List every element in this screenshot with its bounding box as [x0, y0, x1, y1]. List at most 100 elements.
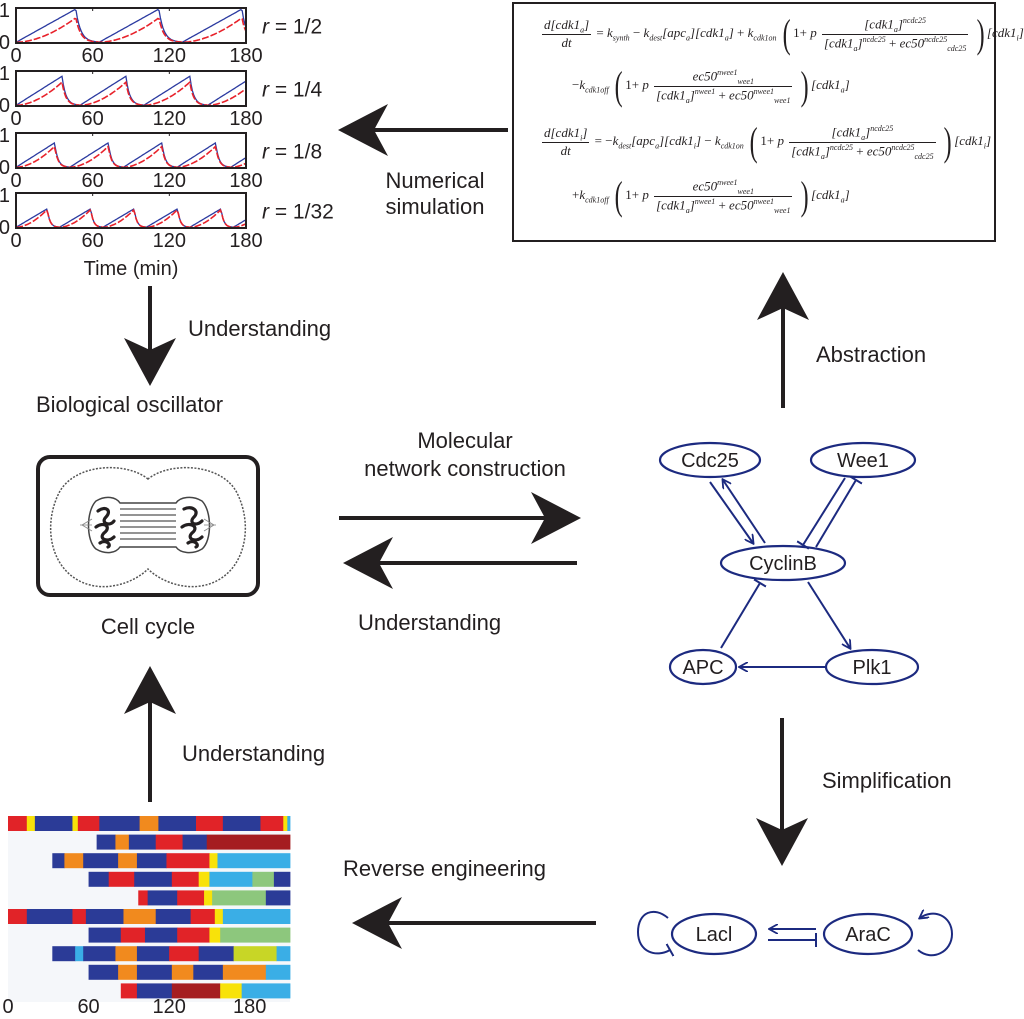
heatmap-cell [198, 946, 234, 962]
heatmap-cell [171, 871, 200, 887]
plot-frame [15, 192, 247, 229]
x-tick-label: 60 [82, 230, 104, 252]
edge-cdc25-to-cyclinb [709, 481, 753, 543]
heatmap-row [88, 871, 291, 887]
numerical-simulation-label: Numerical simulation [365, 168, 505, 220]
y-tick-label: 0 [0, 95, 10, 117]
y-tick-label: 1 [0, 125, 10, 147]
abstraction-arrow [757, 272, 809, 408]
heatmap-cell [83, 946, 116, 962]
x-tick-label: 60 [82, 108, 104, 130]
x-tick-label: 120 [153, 45, 186, 67]
equation-1-line-2: −kcdk1off (1+ p ec50nwee1wee1[cdk1a]nwee… [572, 63, 850, 108]
arrow-head-right-icon [531, 492, 581, 544]
node-arac [822, 912, 914, 956]
heatmap-row [52, 946, 291, 962]
reverse-engineering-label: Reverse engineering [343, 856, 547, 881]
understanding-middle-label: Understanding [358, 610, 502, 635]
node-label-cdc25: Cdc25 [681, 450, 739, 472]
heatmap-cell [220, 983, 243, 999]
heatmap-cell [217, 853, 291, 869]
heatmap-cell [75, 946, 84, 962]
synthetic-network: Lacl AraC [636, 890, 954, 957]
heatmap-cell [77, 816, 100, 831]
heatmap-cell [136, 853, 167, 869]
heatmap-cell [265, 890, 291, 906]
dividing-cell-outline [49, 467, 247, 588]
heatmap-row [88, 927, 291, 943]
spindle-outline [87, 496, 211, 554]
molecular-label-line2: network construction [364, 456, 566, 481]
heatmap-row [52, 853, 291, 869]
edge-apc-inhibits-cyclinb [720, 578, 767, 649]
y-tick-label: 1 [0, 0, 10, 22]
heatmap-cell [88, 964, 119, 980]
heatmap-cell [136, 964, 173, 980]
heatmap-cell [241, 983, 291, 999]
heatmap-x-tick-label: 120 [152, 996, 185, 1018]
cdk1-inactive-curve [16, 145, 247, 169]
heatmap-cell [166, 853, 210, 869]
heatmap-cell [139, 816, 159, 831]
plot-frame [15, 132, 247, 169]
x-tick-label: 180 [229, 170, 262, 192]
heatmap-cell [222, 816, 261, 831]
chromosomes-left [94, 506, 116, 549]
node-cyclinb [719, 544, 847, 582]
understanding-top-label: Understanding [188, 316, 332, 341]
heatmap-cell [72, 816, 79, 831]
heatmap-cell [209, 853, 218, 869]
heatmap-row [8, 816, 291, 831]
heatmap-cell [214, 909, 224, 924]
heatmap-cell [88, 927, 122, 943]
heatmap-row [8, 909, 291, 924]
node-laci [670, 912, 758, 956]
understanding-left-arrow [343, 537, 577, 589]
heatmap-cell [260, 816, 284, 831]
arrow-head-up-icon [124, 666, 176, 714]
heatmap-cell [169, 946, 200, 962]
molecular-label-line1: Molecular [417, 428, 513, 453]
biological-oscillator-label: Biological oscillator [36, 392, 224, 417]
node-apc [668, 648, 738, 686]
heatmap-cell [222, 964, 267, 980]
equation-2-line-2: +kcdk1off (1+ p ec50nwee1wee1[cdk1a]nwee… [572, 173, 850, 218]
cell-cycle-image [36, 455, 260, 597]
heatmap-cell [123, 909, 157, 924]
arrow-head-left-icon [352, 897, 402, 949]
heatmap-cell [52, 946, 76, 962]
x-tick-label: 120 [153, 108, 186, 130]
numerical-simulation-arrow [338, 104, 508, 156]
edge-arac-self-activation [917, 914, 954, 957]
cdk1-inactive-curve [16, 17, 247, 44]
heatmap-cell [134, 871, 173, 887]
heatmap-cell [171, 964, 194, 980]
y-tick-label: 0 [0, 32, 10, 54]
heatmap-cell [287, 816, 291, 831]
heatmap-cell [26, 909, 73, 924]
x-tick-label: 120 [153, 170, 186, 192]
heatmap-cell [265, 964, 291, 980]
heatmap-cell [64, 853, 84, 869]
x-tick-label: 0 [10, 230, 21, 252]
arrow-head-left-icon [338, 104, 388, 156]
eq1-lhs: d[cdk1a]dt [542, 16, 592, 51]
node-label-apc: APC [682, 657, 723, 679]
y-tick-label: 0 [0, 157, 10, 179]
node-label-cyclinb: CyclinB [749, 553, 817, 575]
heatmap-cell [209, 927, 221, 943]
edge-cyclinb-to-cdc25 [723, 480, 766, 544]
x-tick-label: 180 [229, 230, 262, 252]
x-axis-label: Time (min) [84, 258, 179, 280]
abstraction-label: Abstraction [816, 342, 927, 367]
heatmap-cell [198, 871, 210, 887]
cdk1-inactive-curve [15, 208, 247, 229]
heatmap-cell [158, 816, 197, 831]
r-ratio-label: r = 1/32 [262, 201, 334, 224]
arrow-head-down-icon [756, 818, 808, 866]
heatmap-cell [136, 946, 170, 962]
